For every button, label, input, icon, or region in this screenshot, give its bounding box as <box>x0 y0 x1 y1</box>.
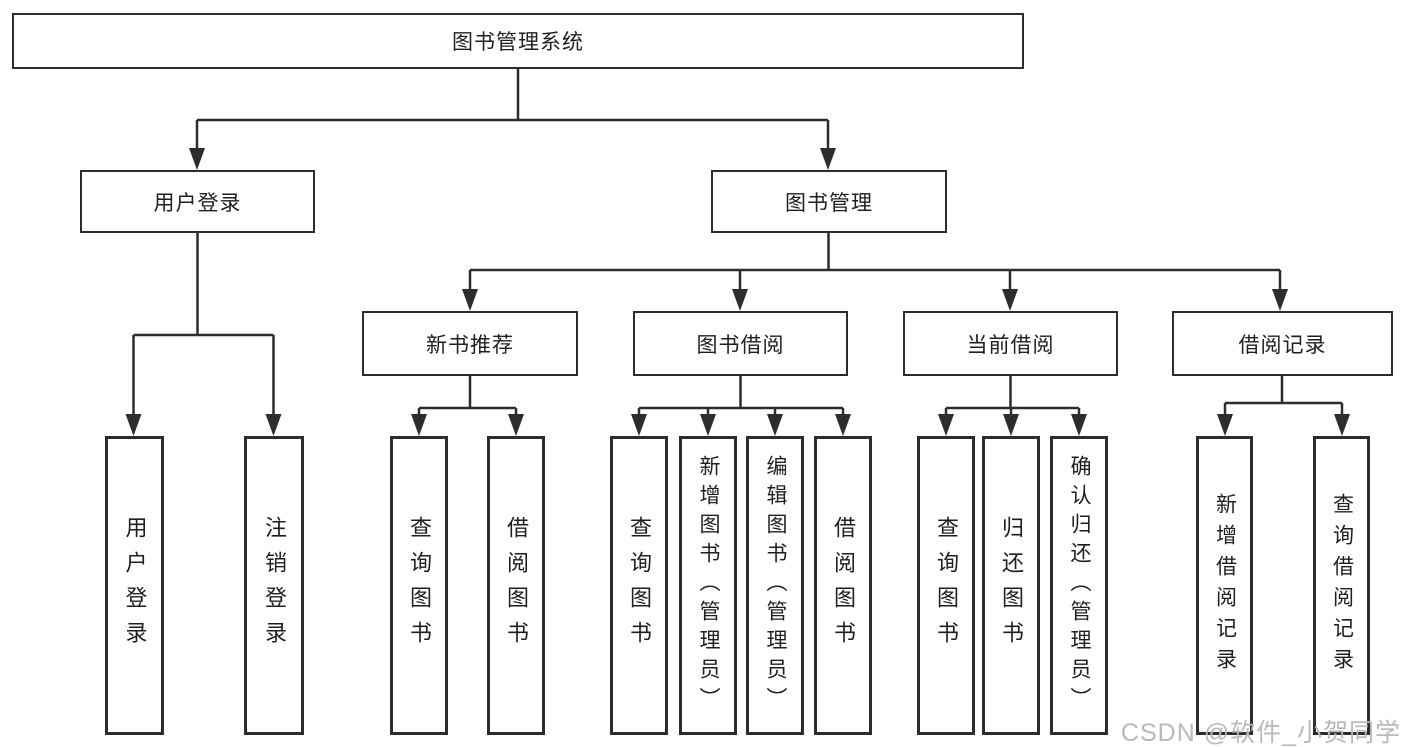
node-label: 确认归还（管理员） <box>1068 455 1091 716</box>
leaf-borrow-books-1: 借阅图书 <box>487 436 545 735</box>
leaf-confirm-return-admin: 确认归还（管理员） <box>1050 436 1108 735</box>
node-label: 归还图书 <box>999 515 1024 656</box>
node-label: 新增借阅记录 <box>1213 492 1237 679</box>
node-label: 借阅记录 <box>1238 333 1327 357</box>
arrow-down-icons <box>125 148 1350 436</box>
node-label: 注销登录 <box>262 515 287 656</box>
leaf-return-books: 归还图书 <box>982 436 1040 735</box>
node-label: 图书管理 <box>785 191 873 215</box>
leaf-user-login: 用户登录 <box>105 436 164 735</box>
leaf-add-borrowing-record: 新增借阅记录 <box>1196 436 1253 735</box>
node-label: 图书借阅 <box>696 333 785 357</box>
node-label: 借阅图书 <box>504 515 529 656</box>
node-borrowing-records: 借阅记录 <box>1172 311 1393 376</box>
node-label: 用户登录 <box>122 515 148 656</box>
node-label: 借阅图书 <box>831 515 856 656</box>
node-book-management: 图书管理 <box>711 170 947 233</box>
node-book-borrowing: 图书借阅 <box>633 311 848 376</box>
leaf-add-books-admin: 新增图书（管理员） <box>679 436 737 735</box>
node-library-management-system: 图书管理系统 <box>12 13 1024 69</box>
node-user-login: 用户登录 <box>80 170 315 233</box>
csdn-watermark: CSDN @软件_小贺同学 <box>1120 719 1401 747</box>
leaf-logout: 注销登录 <box>244 436 304 735</box>
node-new-book-recommendation: 新书推荐 <box>362 311 578 376</box>
node-label: 新增图书（管理员） <box>697 455 720 716</box>
node-label: 查询图书 <box>407 515 432 656</box>
leaf-edit-books-admin: 编辑图书（管理员） <box>746 436 804 735</box>
node-label: 新书推荐 <box>426 333 514 357</box>
node-current-borrowing: 当前借阅 <box>903 311 1118 376</box>
node-label: 查询图书 <box>934 515 959 656</box>
leaf-query-borrowing-record: 查询借阅记录 <box>1313 436 1370 735</box>
node-label: 当前借阅 <box>966 333 1055 357</box>
leaf-query-books-3: 查询图书 <box>917 436 975 735</box>
node-label: 编辑图书（管理员） <box>764 455 787 716</box>
leaf-borrow-books-2: 借阅图书 <box>814 436 872 735</box>
node-label: 用户登录 <box>153 191 242 215</box>
node-label: 查询图书 <box>627 515 652 656</box>
leaf-query-books-1: 查询图书 <box>390 436 448 735</box>
node-label: 查询借阅记录 <box>1330 492 1354 679</box>
leaf-query-books-2: 查询图书 <box>610 436 668 735</box>
node-label: 图书管理系统 <box>452 31 584 54</box>
